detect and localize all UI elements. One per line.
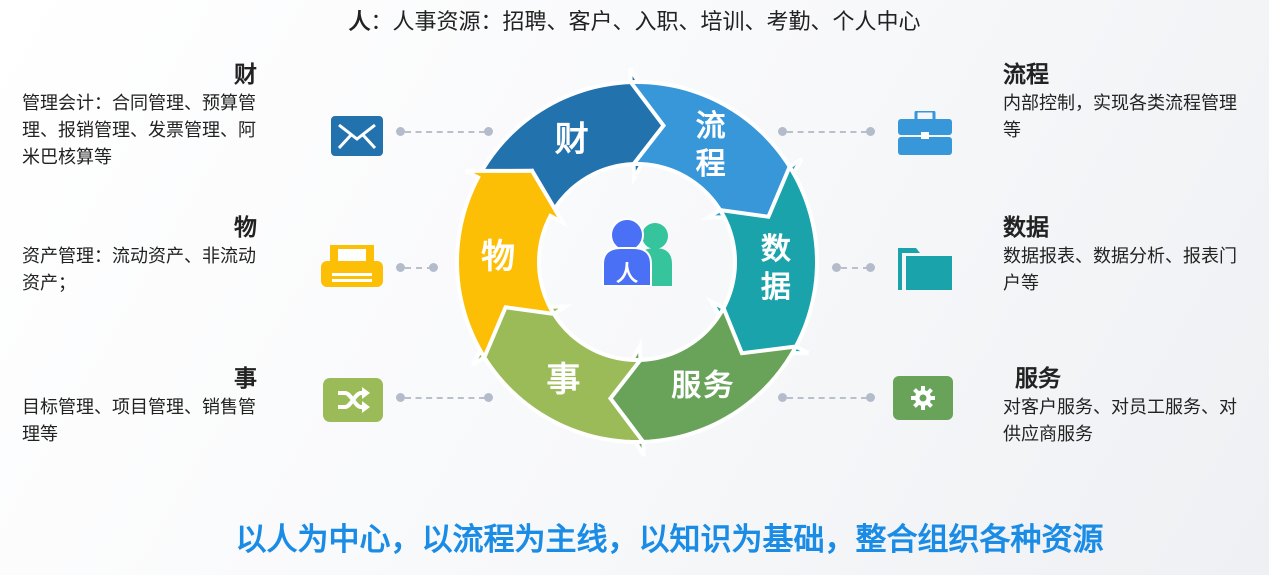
segment-label: 物 <box>481 237 515 277</box>
connector-dot <box>396 263 405 272</box>
users-icon: 人 <box>602 218 672 287</box>
block-text: 资产管理：流动资产、非流动资产； <box>22 246 256 294</box>
block-text: 目标管理、项目管理、销售管理等 <box>22 397 256 445</box>
segment-arrow <box>454 168 569 362</box>
segment-arrow <box>474 67 666 221</box>
title-bold: 人 <box>348 10 371 35</box>
connector-line <box>405 131 485 133</box>
connector-dot <box>484 393 493 402</box>
page-title: 人：人事资源：招聘、客户、入职、培训、考勤、个人中心 <box>0 4 1269 36</box>
connector-dot <box>429 263 438 272</box>
segment-label: 数 <box>761 232 792 267</box>
connector-dot <box>396 127 405 136</box>
connector-dot <box>778 393 787 402</box>
connector-dot <box>866 127 875 136</box>
block-title: 物 <box>234 215 257 241</box>
slogan: 以人为中心，以流程为主线，以知识为基础，整合组织各种资源 <box>235 522 1104 558</box>
block-text: 管理会计：合同管理、预算管理、报销管理、发票管理、阿米巴核算等 <box>22 93 256 168</box>
connector-dot <box>396 393 405 402</box>
segment-label: 流 <box>696 109 726 144</box>
segment-label: 据 <box>761 270 791 305</box>
connector-dot <box>484 127 493 136</box>
segment-label: 服 <box>671 369 702 404</box>
right-block-process: 流程内部控制，实现各类流程管理等 <box>1003 60 1253 144</box>
connector-line <box>405 397 485 399</box>
segment-label: 程 <box>696 147 726 182</box>
connector-dot <box>866 393 875 402</box>
block-title: 数据 <box>1003 215 1049 241</box>
center-label: 人 <box>616 262 638 287</box>
connector-line <box>841 267 869 269</box>
connector-dot <box>832 263 841 272</box>
right-block-service: 服务对客户服务、对员工服务、对供应商服务 <box>1003 364 1253 448</box>
segment-arrow <box>705 162 820 356</box>
shuffle-icon <box>323 378 383 422</box>
block-title: 事 <box>234 366 257 392</box>
left-block-affairs: 事目标管理、项目管理、销售管理等 <box>22 364 257 448</box>
right-block-data: 数据数据报表、数据分析、报表门户等 <box>1003 213 1253 297</box>
left-block-materials: 物资产管理：流动资产、非流动资产； <box>22 213 257 297</box>
block-title: 财 <box>234 62 257 88</box>
connector-line <box>787 131 867 133</box>
segment-arrow <box>608 303 800 457</box>
left-block-finance: 财管理会计：合同管理、预算管理、报销管理、发票管理、阿米巴核算等 <box>22 60 257 171</box>
connector-line <box>405 267 433 269</box>
connector-dot <box>866 263 875 272</box>
segment-label: 财 <box>555 119 589 159</box>
briefcase-icon <box>898 111 952 155</box>
segment-label: 事 <box>546 360 580 400</box>
block-title: 服务 <box>1015 366 1061 392</box>
block-text: 对客户服务、对员工服务、对供应商服务 <box>1003 397 1237 445</box>
title-text: ：人事资源：招聘、客户、入职、培训、考勤、个人中心 <box>370 10 921 35</box>
block-title: 流程 <box>1003 62 1049 88</box>
gear-icon <box>893 376 953 420</box>
folder-icon <box>898 248 952 290</box>
segment-arrow <box>626 79 804 220</box>
segment-arrow <box>470 304 648 445</box>
segment-label: 务 <box>703 369 733 404</box>
block-text: 内部控制，实现各类流程管理等 <box>1003 93 1237 141</box>
mail-icon <box>331 116 383 156</box>
connector-dot <box>778 127 787 136</box>
printer-icon <box>321 245 383 287</box>
connector-line <box>787 397 867 399</box>
block-text: 数据报表、数据分析、报表门户等 <box>1003 246 1237 294</box>
